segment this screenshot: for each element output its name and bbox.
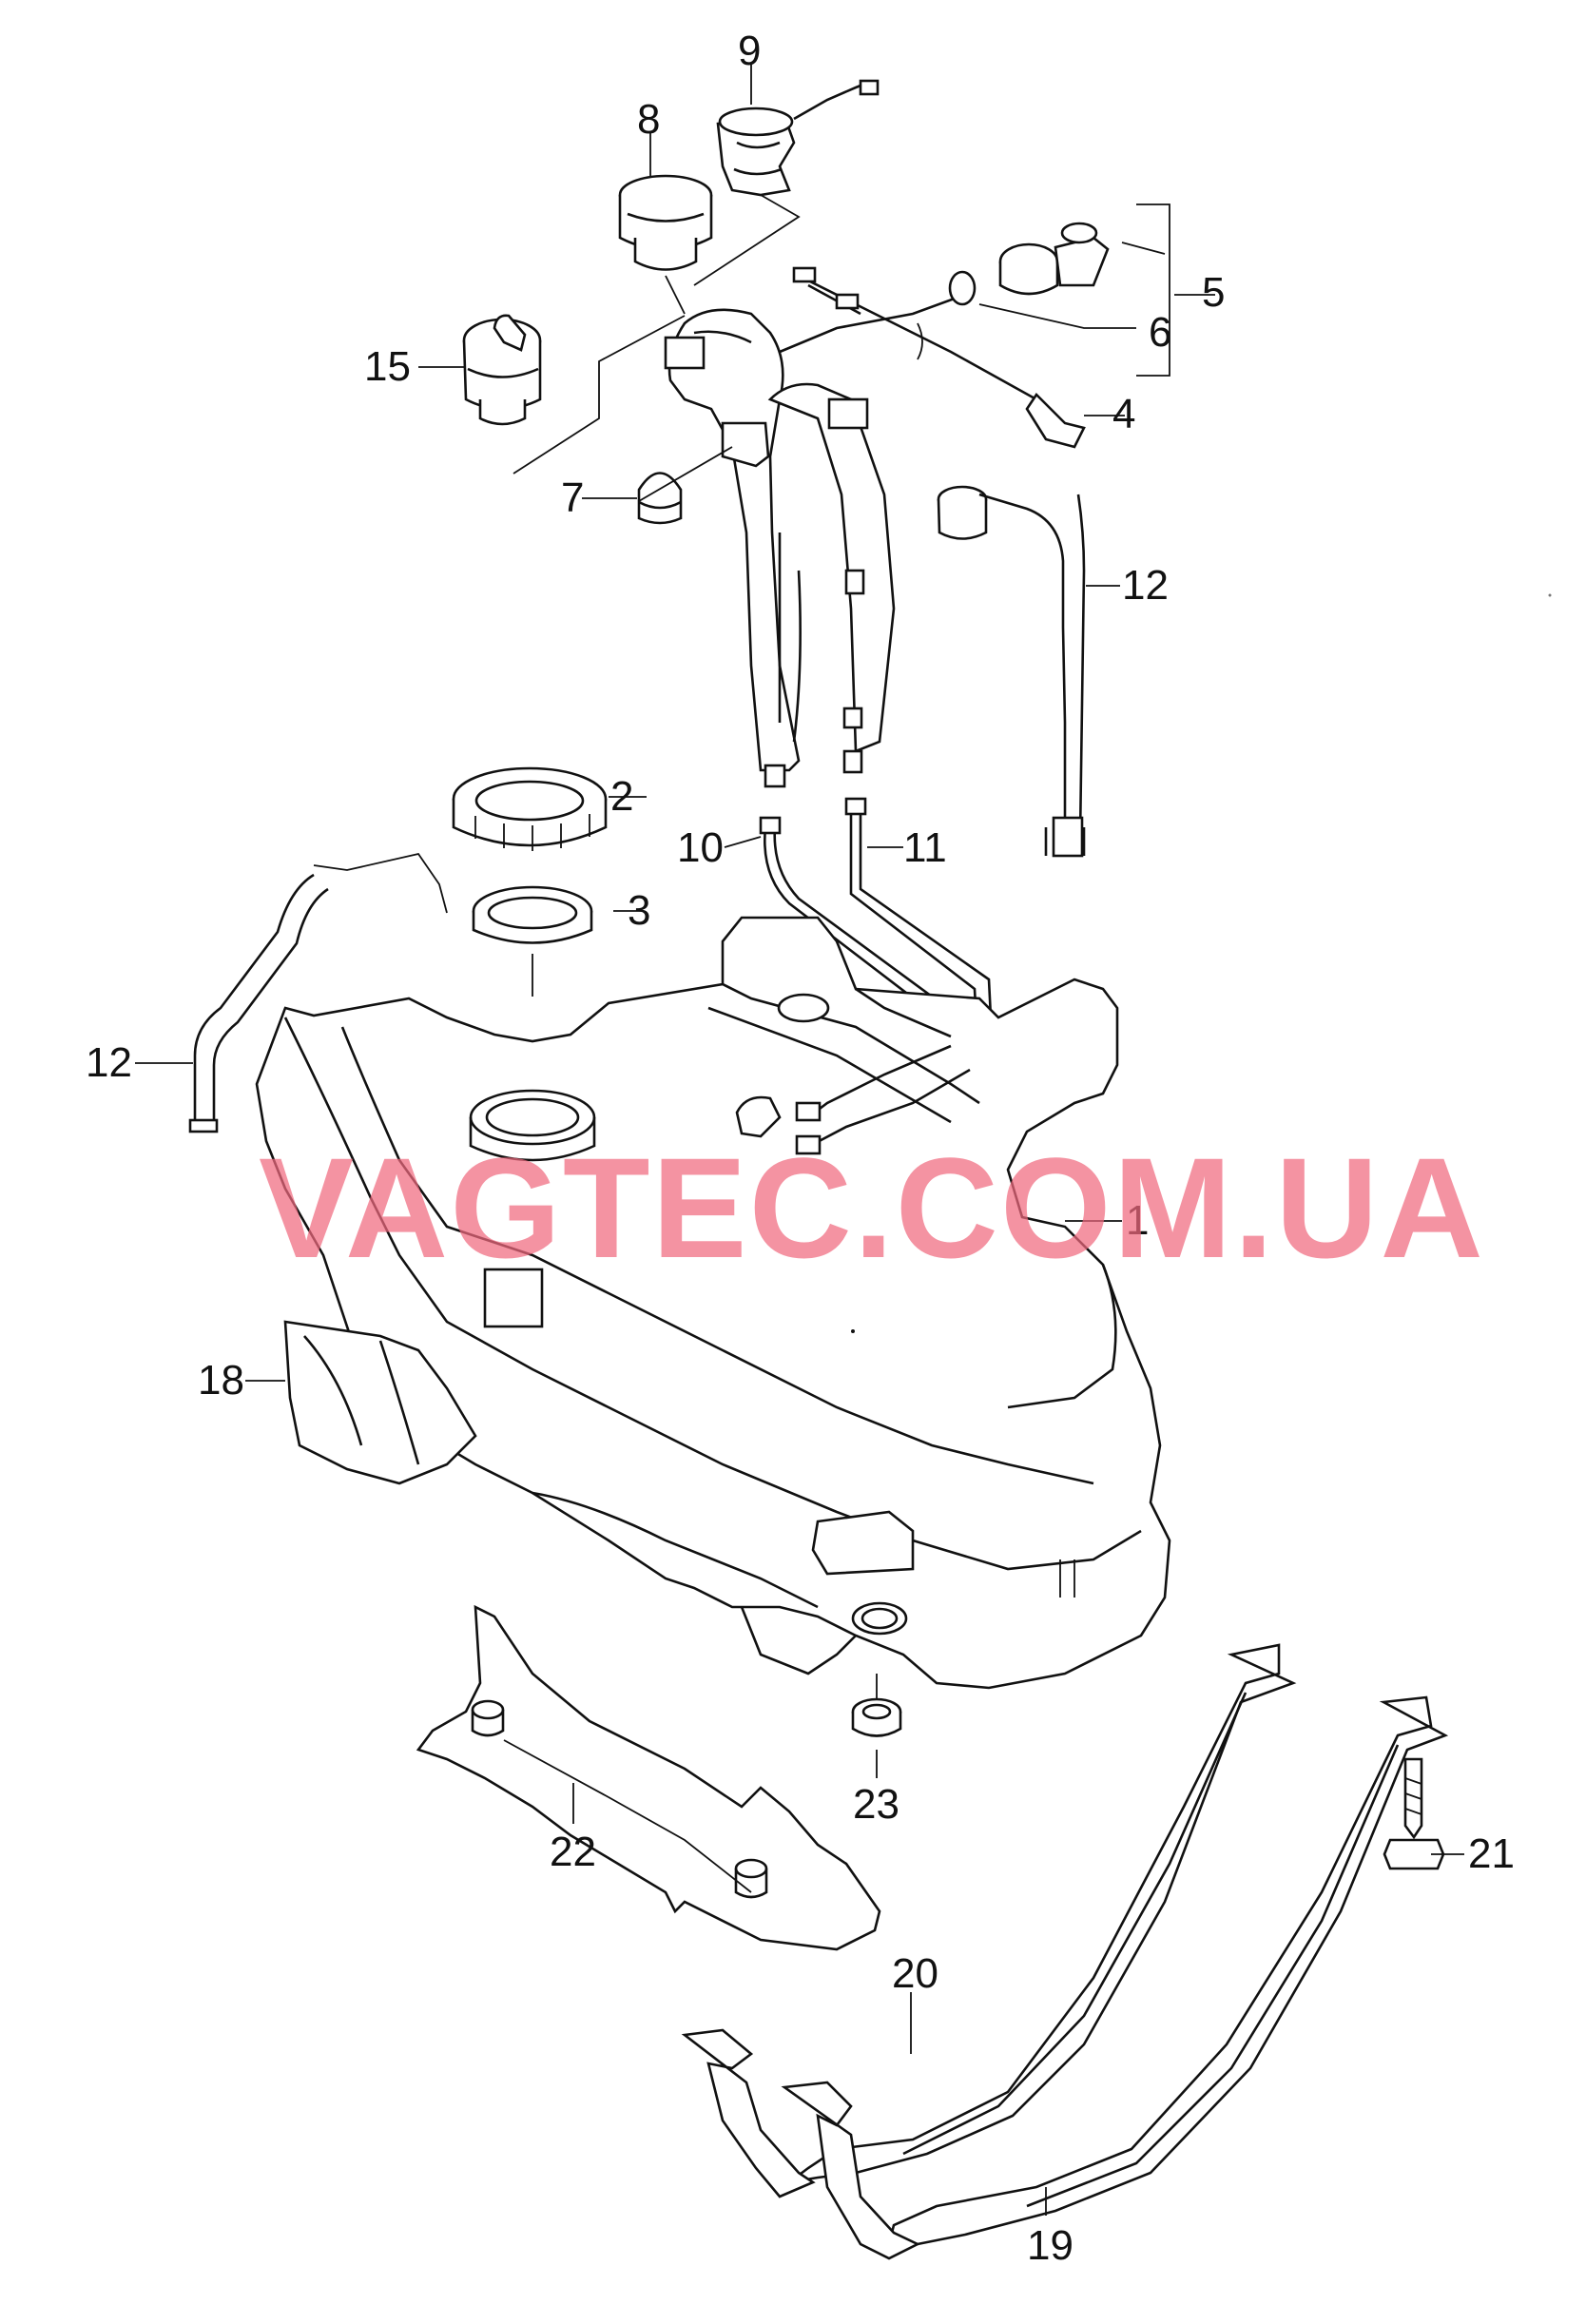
leader-lines	[135, 65, 1464, 2216]
label-part-9: 9	[738, 28, 761, 74]
part-8-cap[interactable]	[618, 174, 713, 271]
label-part-12-right: 12	[1122, 562, 1169, 609]
label-part-1: 1	[1126, 1197, 1149, 1244]
part-10-fuel-line[interactable]	[759, 816, 967, 1075]
stray-dot	[1548, 593, 1552, 597]
part-12-vent-hose-right[interactable]	[937, 485, 1086, 858]
part-2-locking-ring[interactable]	[452, 766, 608, 851]
bracket-5	[1136, 203, 1170, 377]
label-part-2: 2	[610, 773, 633, 820]
part-1-fuel-tank[interactable]	[255, 916, 1171, 1690]
label-part-10: 10	[677, 824, 724, 871]
label-part-12-left: 12	[86, 1039, 132, 1086]
label-part-23: 23	[853, 1781, 899, 1828]
filler-neck-pipe	[664, 308, 896, 788]
label-part-11: 11	[903, 824, 947, 871]
leader-15-neck	[513, 315, 686, 474]
part-4-wiring-harness[interactable]	[779, 266, 1086, 449]
label-part-15: 15	[364, 343, 411, 390]
part-18-heat-shield[interactable]	[283, 1320, 477, 1485]
part-22-lower-heat-shield[interactable]	[416, 1604, 881, 1951]
label-part-18: 18	[198, 1357, 244, 1404]
leader-9-neck	[693, 194, 801, 286]
label-part-6: 6	[1149, 309, 1171, 356]
part-9-fuel-cap[interactable]	[716, 79, 880, 197]
label-part-4: 4	[1112, 391, 1135, 437]
part-23-rubber-buffer[interactable]	[851, 1674, 902, 1737]
part-3-seal[interactable]	[472, 885, 593, 997]
label-part-20: 20	[892, 1950, 938, 1997]
part-5-sensor[interactable]	[998, 222, 1110, 296]
part-20-tension-strap[interactable]	[681, 1643, 1297, 2198]
part-15-valve[interactable]	[462, 314, 542, 426]
part-19-tension-strap[interactable]	[781, 1695, 1449, 2260]
stray-dot	[851, 1329, 855, 1333]
label-part-5: 5	[1202, 269, 1225, 316]
watermark-text: VAGTEC.COM.UA	[259, 1128, 1485, 1288]
part-6-o-ring[interactable]	[948, 270, 977, 306]
label-part-7: 7	[561, 474, 584, 521]
leader-8-neck	[665, 275, 686, 315]
part-12-vent-hose-left[interactable]	[188, 852, 448, 1133]
label-part-8: 8	[637, 96, 660, 143]
label-part-19: 19	[1027, 2222, 1073, 2269]
label-part-3: 3	[628, 887, 650, 934]
part-21-bolt[interactable]	[1383, 1757, 1445, 1870]
part-7-grommet[interactable]	[637, 472, 683, 525]
label-part-22: 22	[550, 1829, 596, 1875]
label-part-21: 21	[1468, 1830, 1515, 1877]
